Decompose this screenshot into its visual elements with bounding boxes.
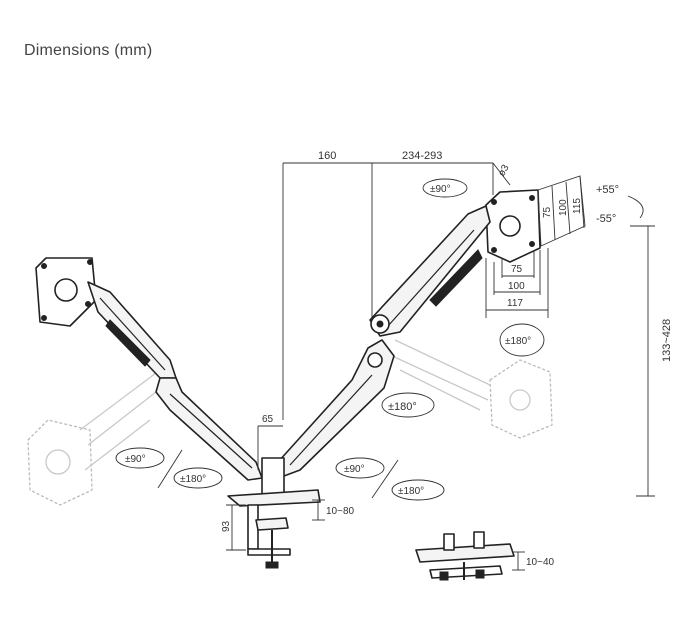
- right-arm: [277, 205, 491, 477]
- right-head-rotate: ±180°: [499, 323, 545, 357]
- dim-vesa-v-75: 75: [542, 206, 553, 218]
- left-arm: [87, 281, 263, 481]
- right-base-rotate: ±180°: [391, 479, 445, 501]
- svg-text:±180°: ±180°: [398, 486, 424, 497]
- svg-text:±90°: ±90°: [344, 464, 365, 475]
- tilt-down-label: -55°: [596, 213, 616, 225]
- ghost-left-monitor: [27, 369, 166, 506]
- dim-vesa-h-100: 100: [508, 281, 525, 292]
- pole-offset: 65: [257, 414, 283, 470]
- base-clamp: [227, 457, 321, 569]
- clamp-height: 93: [221, 504, 246, 551]
- left-base-rotate: ±180°: [173, 467, 223, 489]
- right-head-swivel: ±90°: [422, 178, 468, 198]
- dim-10-80: 10~80: [326, 506, 355, 517]
- dim-234-293: 234-293: [402, 150, 442, 162]
- dim-vesa-h-117: 117: [507, 298, 523, 309]
- grommet-range: 10~40: [512, 551, 555, 571]
- dim-65: 65: [262, 414, 274, 425]
- dim-160: 160: [318, 150, 336, 162]
- diagram-title: Dimensions (mm): [24, 42, 153, 59]
- dim-vesa-h-75: 75: [511, 264, 523, 275]
- vesa-dimensions: 75 100 115 75 100 117: [485, 175, 586, 318]
- dim-vesa-v-115: 115: [572, 198, 583, 214]
- dim-10-40: 10~40: [526, 557, 555, 568]
- left-base-swivel: ±90°: [115, 447, 165, 469]
- dim-height: 133~428: [661, 319, 673, 362]
- dim-screw: ø3: [496, 163, 512, 179]
- top-dimension: 160 234-293 ø3: [282, 150, 512, 420]
- right-vesa-plate: [485, 189, 541, 263]
- clamp-range: 10~80: [312, 499, 355, 521]
- right-base-swivel: ±90°: [335, 457, 385, 479]
- svg-text:±90°: ±90°: [430, 184, 451, 195]
- svg-text:±180°: ±180°: [388, 401, 417, 413]
- ghost-right-monitor: [389, 339, 553, 439]
- svg-text:±180°: ±180°: [180, 474, 206, 485]
- dim-93: 93: [221, 520, 232, 532]
- grommet-mount: [415, 531, 515, 581]
- tilt-markers: +55° -55°: [596, 184, 644, 225]
- dim-vesa-v-100: 100: [558, 199, 569, 216]
- svg-text:±180°: ±180°: [505, 336, 531, 347]
- height-dimension: 133~428: [630, 225, 673, 497]
- right-arm-swivel: ±180°: [381, 392, 435, 418]
- tilt-up-label: +55°: [596, 184, 619, 196]
- svg-text:±90°: ±90°: [125, 454, 146, 465]
- left-vesa-plate: [35, 257, 97, 327]
